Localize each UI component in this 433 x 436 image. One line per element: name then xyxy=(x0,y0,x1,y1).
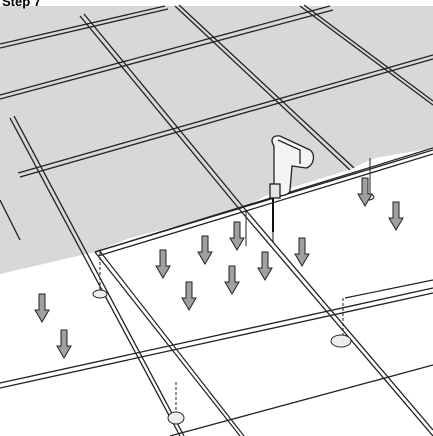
step-title: Step 7 xyxy=(2,0,41,10)
